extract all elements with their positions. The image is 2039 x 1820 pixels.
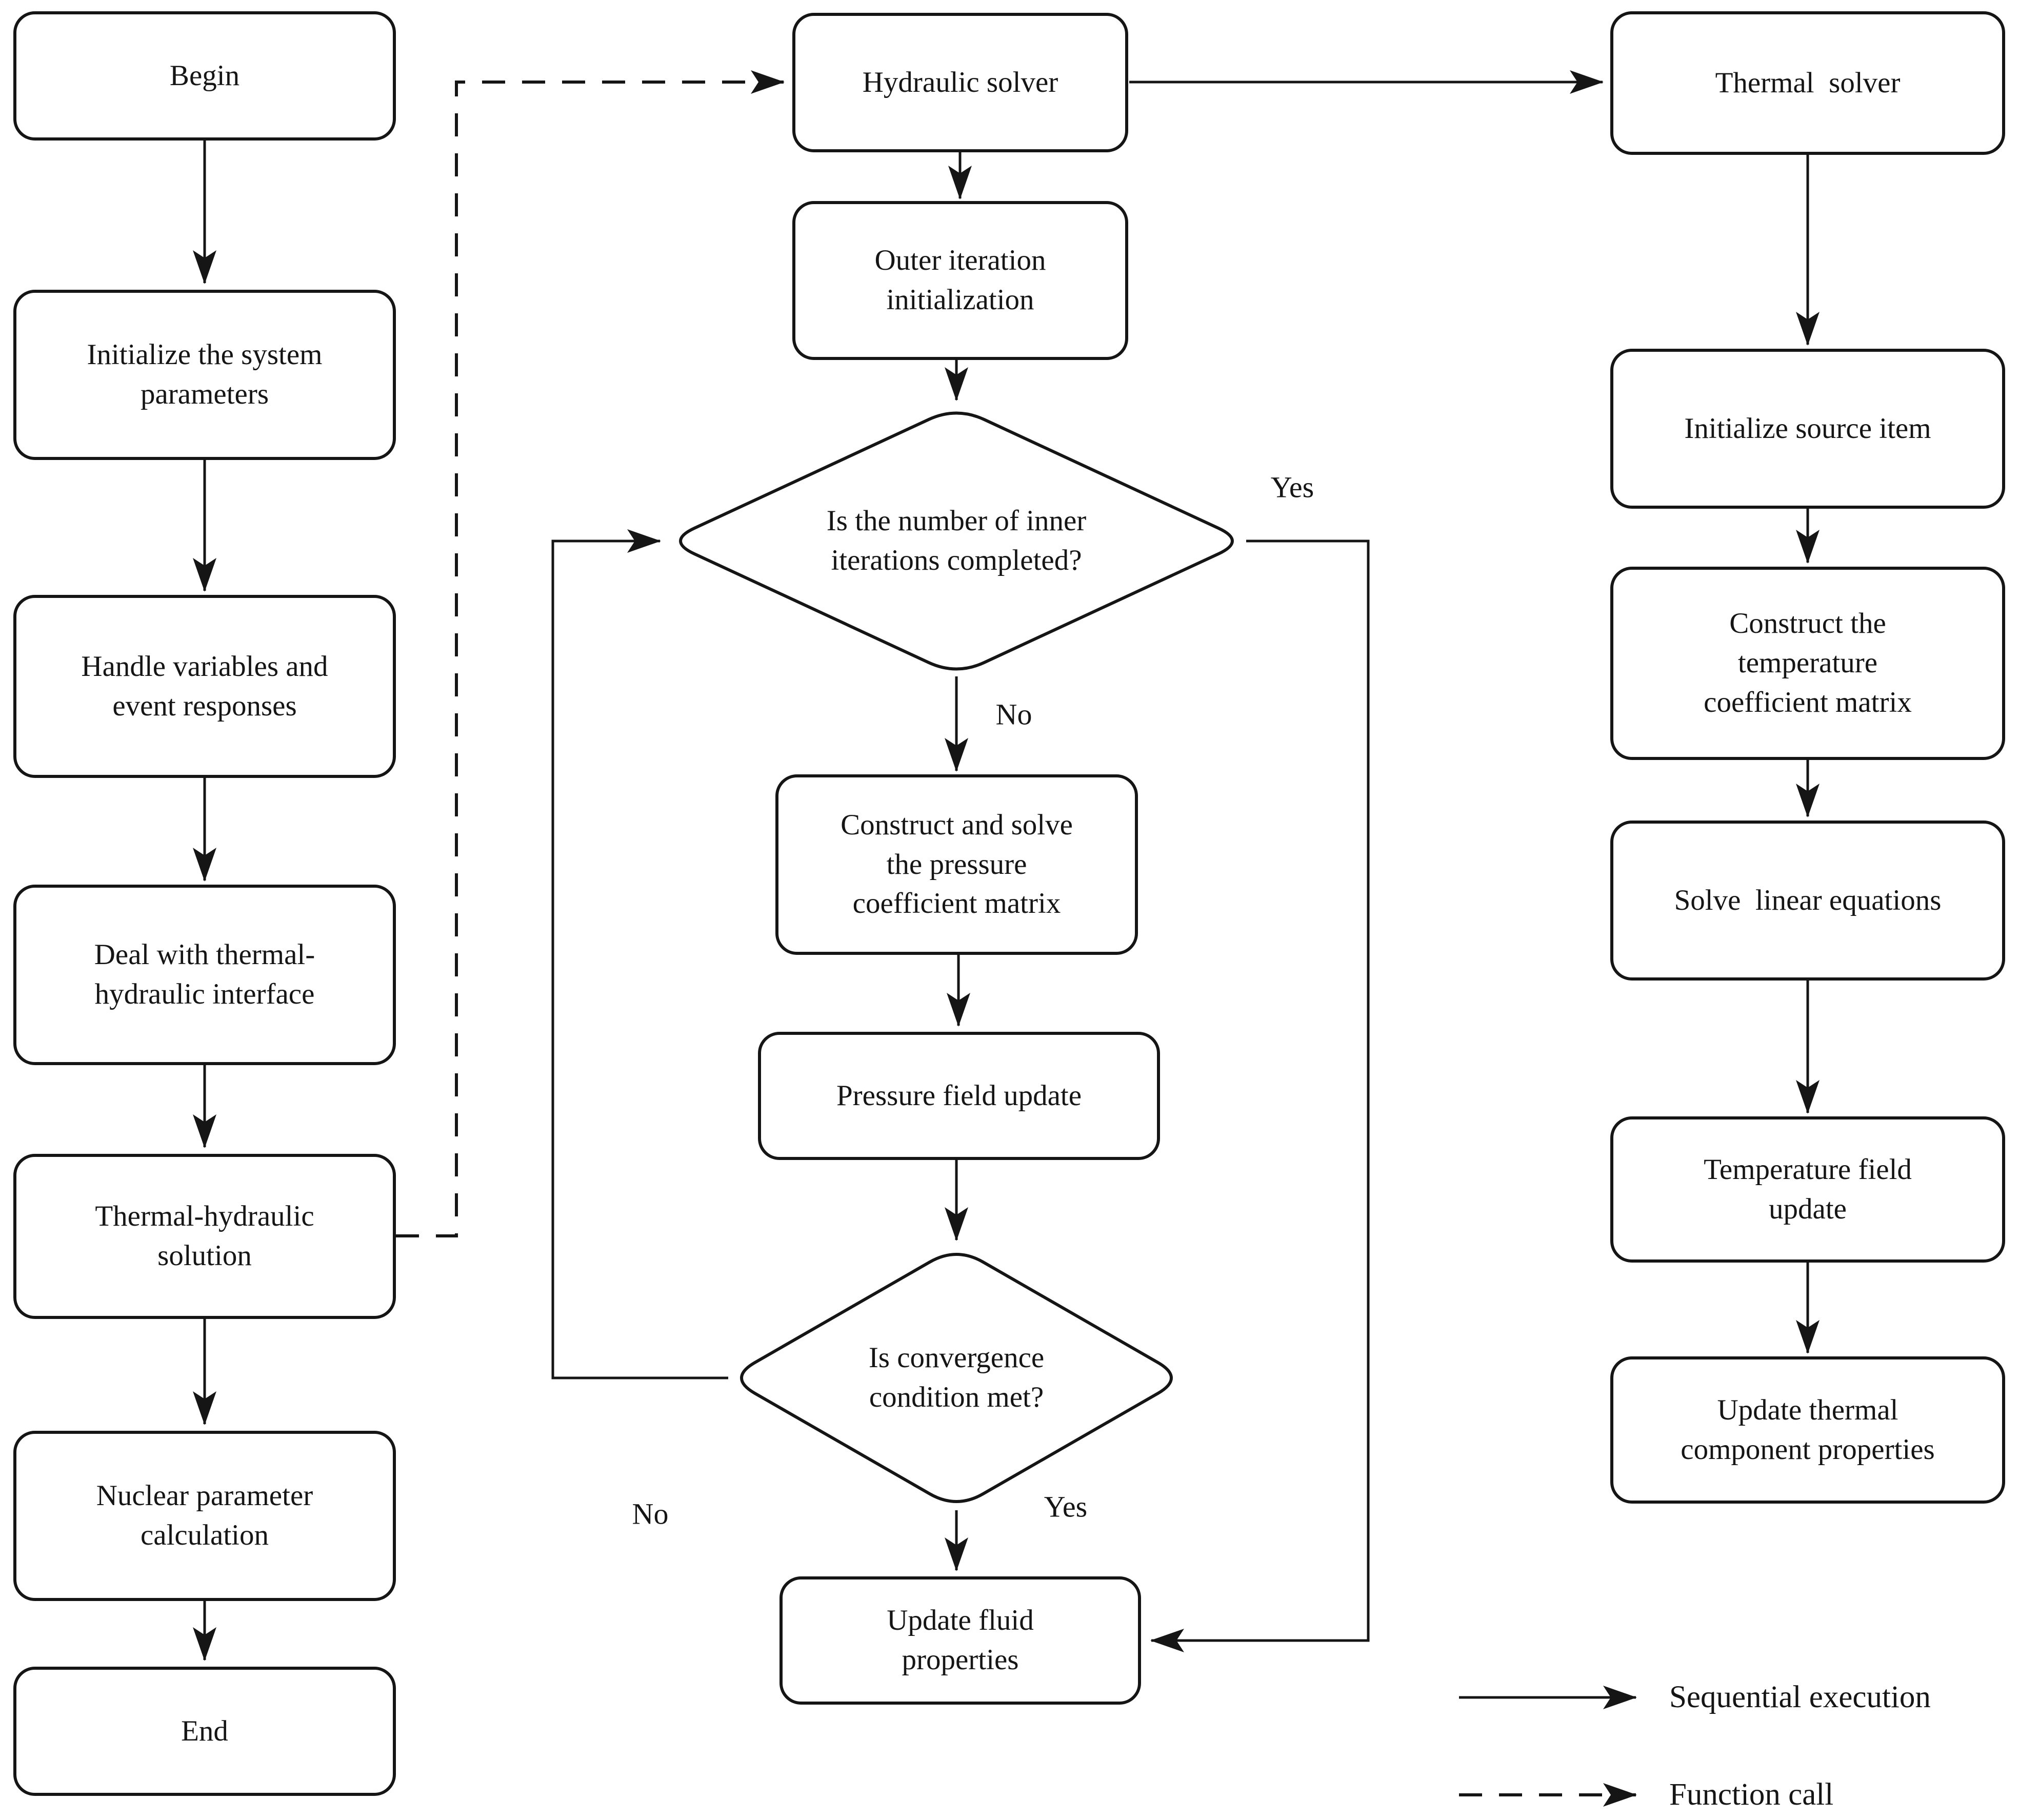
node-solve-linear-equations: Solve linear equations	[1610, 821, 2005, 981]
diamond-convergence-text: Is convergence condition met?	[790, 1318, 1123, 1438]
node-construct-temperature-matrix: Construct the temperature coefficient ma…	[1610, 567, 2005, 760]
node-thermal-hydraulic-solution: Thermal-hydraulic solution	[13, 1154, 396, 1319]
node-thermal-hydraulic-interface-label: Deal with thermal- hydraulic interface	[94, 938, 315, 1010]
node-pressure-field-update-label: Pressure field update	[836, 1079, 1082, 1112]
node-end-label: End	[181, 1714, 228, 1747]
diamond-convergence-label: Is convergence condition met?	[868, 1342, 1045, 1413]
diamond-convergence	[740, 1253, 1173, 1503]
node-hydraulic-solver: Hydraulic solver	[792, 13, 1128, 152]
node-handle-variables: Handle variables and event responses	[13, 595, 396, 778]
node-construct-pressure-matrix-label: Construct and solve the pressure coeffic…	[841, 808, 1073, 920]
node-nuclear-parameter: Nuclear parameter calculation	[13, 1431, 396, 1601]
node-initialize-system-label: Initialize the system parameters	[87, 338, 323, 410]
edge-label-inner-yes: Yes	[1270, 470, 1314, 504]
node-begin: Begin	[13, 11, 396, 141]
node-end: End	[13, 1667, 396, 1796]
node-thermal-hydraulic-interface: Deal with thermal- hydraulic interface	[13, 885, 396, 1065]
node-thermal-solver-label: Thermal solver	[1715, 66, 1901, 99]
arrow-inner-yes-to-update-fluid	[1150, 539, 1370, 1652]
node-construct-pressure-matrix: Construct and solve the pressure coeffic…	[775, 774, 1138, 955]
node-handle-variables-label: Handle variables and event responses	[81, 650, 328, 722]
node-temperature-field-update-label: Temperature field update	[1704, 1153, 1912, 1225]
diamond-inner-iterations-text: Is the number of inner iterations comple…	[736, 474, 1177, 608]
legend-function-call-label: Function call	[1669, 1777, 1834, 1812]
legend-sequential-label: Sequential execution	[1669, 1680, 1931, 1714]
node-update-thermal-properties: Update thermal component properties	[1610, 1356, 2005, 1504]
node-temperature-field-update: Temperature field update	[1610, 1116, 2005, 1263]
node-solve-linear-equations-label: Solve linear equations	[1674, 884, 1942, 916]
edge-label-convergence-yes: Yes	[1044, 1490, 1088, 1524]
node-initialize-source-item-label: Initialize source item	[1684, 412, 1931, 445]
node-outer-iteration: Outer iteration initialization	[792, 201, 1128, 360]
dashed-arrow-function-call	[396, 70, 785, 1237]
node-nuclear-parameter-label: Nuclear parameter calculation	[96, 1479, 313, 1551]
node-pressure-field-update: Pressure field update	[758, 1032, 1160, 1160]
edge-label-inner-no: No	[995, 697, 1032, 731]
node-initialize-source-item: Initialize source item	[1610, 349, 2005, 509]
node-thermal-hydraulic-solution-label: Thermal-hydraulic solution	[95, 1200, 314, 1272]
node-update-fluid-properties-label: Update fluid properties	[887, 1604, 1034, 1676]
node-construct-temperature-matrix-label: Construct the temperature coefficient ma…	[1704, 607, 1912, 718]
node-initialize-system: Initialize the system parameters	[13, 290, 396, 460]
node-update-thermal-properties-label: Update thermal component properties	[1681, 1393, 1935, 1466]
node-hydraulic-solver-label: Hydraulic solver	[862, 66, 1058, 98]
diamond-inner-iterations	[679, 411, 1234, 671]
node-begin-label: Begin	[169, 59, 240, 92]
edge-label-convergence-no: No	[632, 1497, 669, 1531]
node-update-fluid-properties: Update fluid properties	[779, 1576, 1141, 1705]
node-thermal-solver: Thermal solver	[1610, 11, 2005, 155]
arrow-convergence-no-loop	[551, 529, 728, 1379]
diamond-inner-iterations-label: Is the number of inner iterations comple…	[826, 505, 1087, 576]
node-outer-iteration-label: Outer iteration initialization	[874, 244, 1046, 316]
